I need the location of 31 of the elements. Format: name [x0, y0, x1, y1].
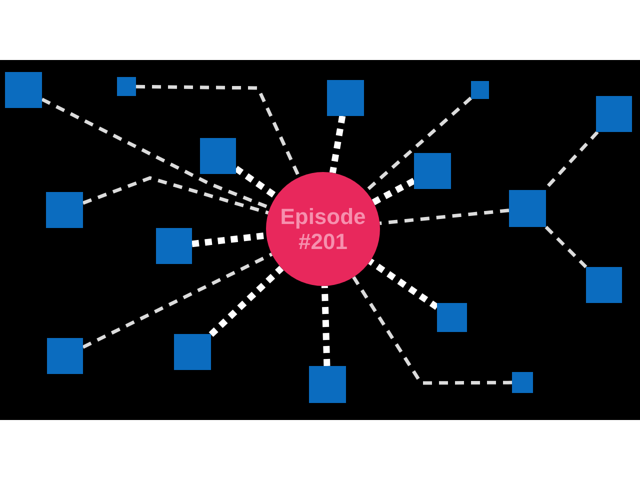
dashed-connector: [368, 258, 439, 310]
dashed-connector: [352, 276, 512, 385]
dashed-connector: [372, 178, 416, 206]
dashed-connector: [321, 286, 330, 366]
square-node: [586, 267, 622, 303]
dashed-connector: [364, 96, 472, 193]
square-node: [5, 72, 42, 108]
square-node: [174, 334, 211, 370]
node-label: Episode #201: [279, 204, 367, 254]
square-node: [509, 190, 546, 227]
square-node: [437, 303, 467, 332]
square-node: [327, 80, 364, 116]
square-node: [47, 338, 83, 374]
square-node: [46, 192, 83, 228]
dashed-connector: [82, 252, 273, 349]
square-node: [512, 372, 533, 393]
square-node: [200, 138, 236, 174]
square-node: [156, 228, 192, 264]
square-node: [596, 96, 632, 132]
square-node: [414, 153, 451, 189]
square-node: [471, 81, 489, 99]
dashed-connector: [380, 208, 510, 226]
square-node: [309, 366, 346, 403]
dashed-connector: [329, 115, 346, 174]
dashed-connector: [192, 232, 267, 248]
square-node: [117, 77, 136, 96]
dashed-connector: [82, 176, 269, 215]
dashed-connector: [208, 266, 284, 337]
dashed-connector: [136, 84, 301, 178]
dashed-connector: [234, 166, 278, 200]
dashed-connector: [544, 226, 588, 268]
